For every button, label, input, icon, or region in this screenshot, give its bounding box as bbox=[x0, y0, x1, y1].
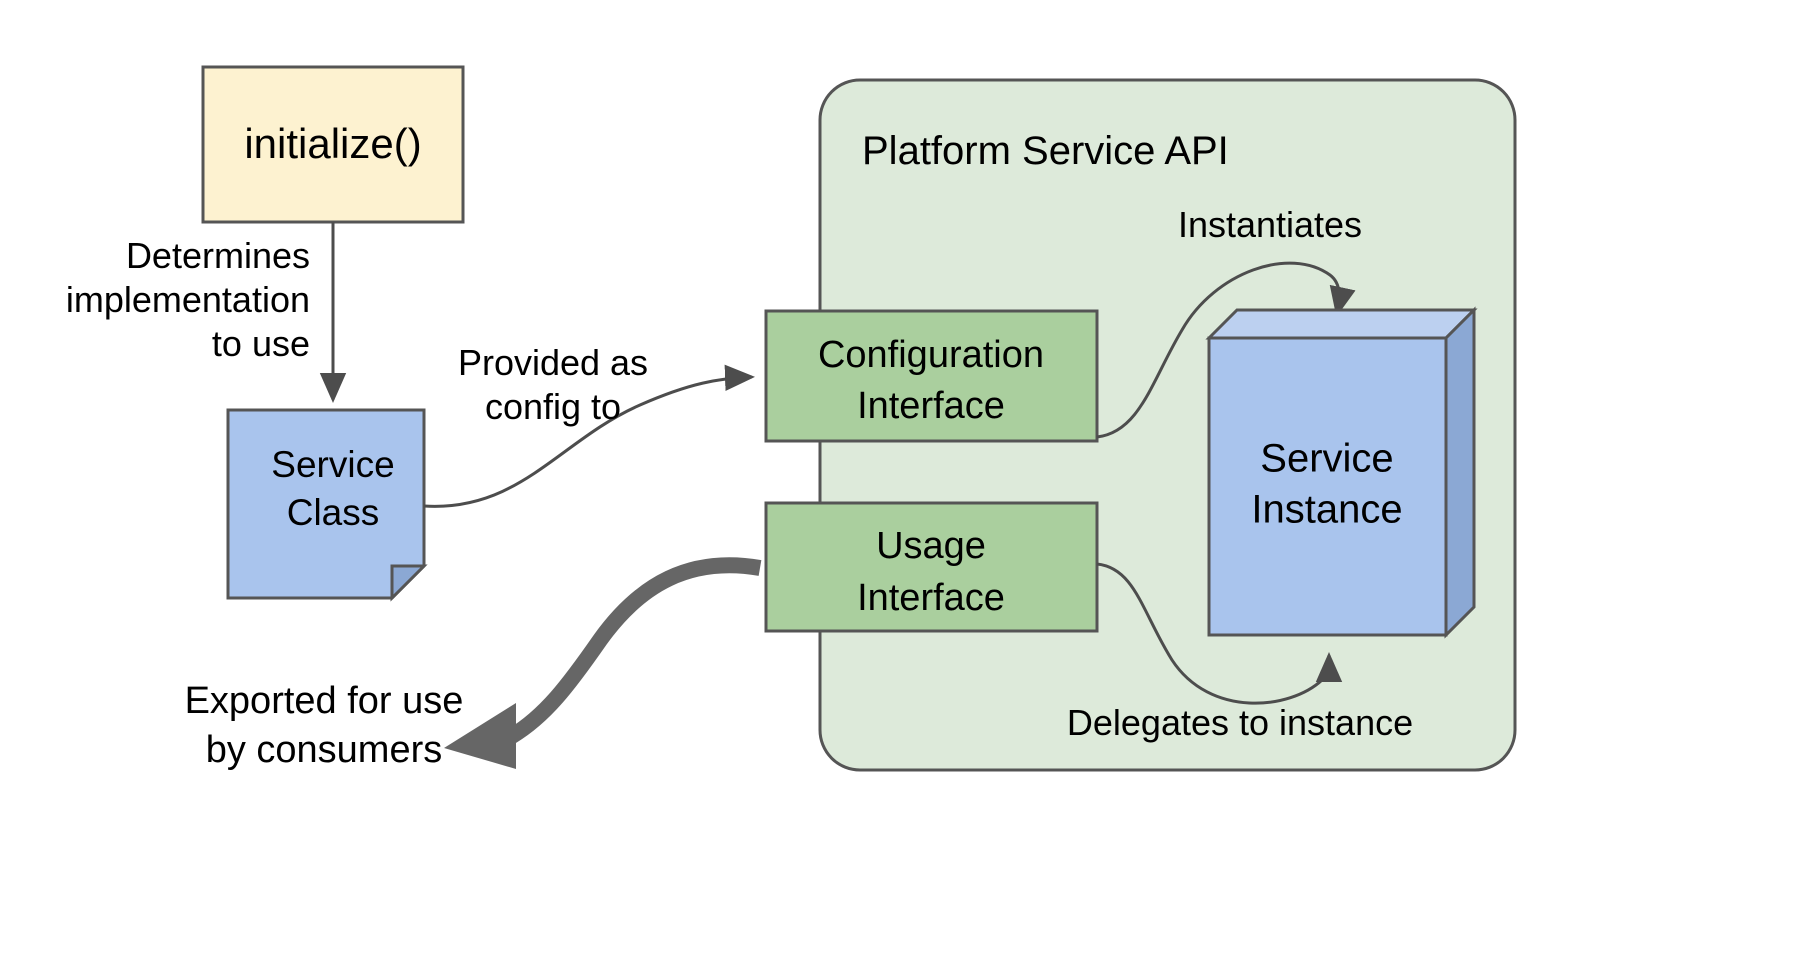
service-class-note[interactable]: Service Class bbox=[226, 408, 428, 602]
edge-initialize-to-service-class: Determines implementation to use bbox=[66, 222, 347, 403]
edge-instantiates-path bbox=[1096, 261, 1356, 439]
usage-interface-label-line1: Usage bbox=[876, 525, 986, 567]
edge-instantiates-label: Instantiates bbox=[1178, 204, 1362, 245]
edge-provided-as-config-label-line2: config to bbox=[485, 386, 621, 427]
edge-delegates-label: Delegates to instance bbox=[1067, 702, 1413, 743]
edge-usage-interface-to-service-instance: Delegates to instance bbox=[1067, 562, 1413, 743]
edge-determines-label-line3: to use bbox=[212, 323, 310, 364]
edge-exported-label-line1: Exported for use bbox=[185, 680, 464, 722]
edge-delegates-path bbox=[1096, 562, 1343, 705]
edge-configuration-interface-to-service-instance: Instantiates bbox=[1096, 204, 1362, 439]
service-instance-label-line1: Service bbox=[1260, 437, 1393, 481]
edge-provided-as-config-path bbox=[423, 364, 755, 508]
service-instance-front-face bbox=[1207, 336, 1448, 637]
edge-provided-as-config-label-line1: Provided as bbox=[458, 342, 648, 383]
initialize-note-label: initialize() bbox=[244, 120, 421, 167]
service-instance-label-line2: Instance bbox=[1251, 488, 1402, 532]
usage-interface-box[interactable]: Usage Interface bbox=[764, 501, 1099, 633]
edge-determines-label-line1: Determines bbox=[126, 235, 310, 276]
edge-exported-path bbox=[507, 557, 762, 743]
platform-panel-title: Platform Service API bbox=[862, 129, 1229, 173]
edge-usage-interface-exported: Exported for use by consumers bbox=[185, 557, 762, 771]
configuration-interface-label-line2: Interface bbox=[857, 385, 1005, 427]
service-class-label-line1: Service bbox=[271, 444, 394, 485]
edge-exported-arrowhead bbox=[444, 703, 516, 769]
service-class-note-fold bbox=[390, 564, 428, 602]
configuration-interface-label-line1: Configuration bbox=[818, 334, 1044, 376]
edge-service-class-to-configuration-interface: Provided as config to bbox=[423, 342, 755, 508]
initialize-note[interactable]: initialize() bbox=[201, 65, 465, 224]
service-instance-top-face bbox=[1205, 308, 1478, 340]
service-instance-cube[interactable]: Service Instance bbox=[1205, 306, 1478, 639]
service-instance-right-face bbox=[1444, 306, 1476, 639]
usage-interface-label-line2: Interface bbox=[857, 577, 1005, 619]
usage-interface-rect bbox=[764, 501, 1099, 633]
edge-determines-label-line2: implementation bbox=[66, 279, 310, 320]
configuration-interface-box[interactable]: Configuration Interface bbox=[764, 309, 1099, 443]
configuration-interface-rect bbox=[764, 309, 1099, 443]
service-class-label-line2: Class bbox=[287, 492, 380, 533]
edge-exported-label-line2: by consumers bbox=[206, 729, 443, 771]
